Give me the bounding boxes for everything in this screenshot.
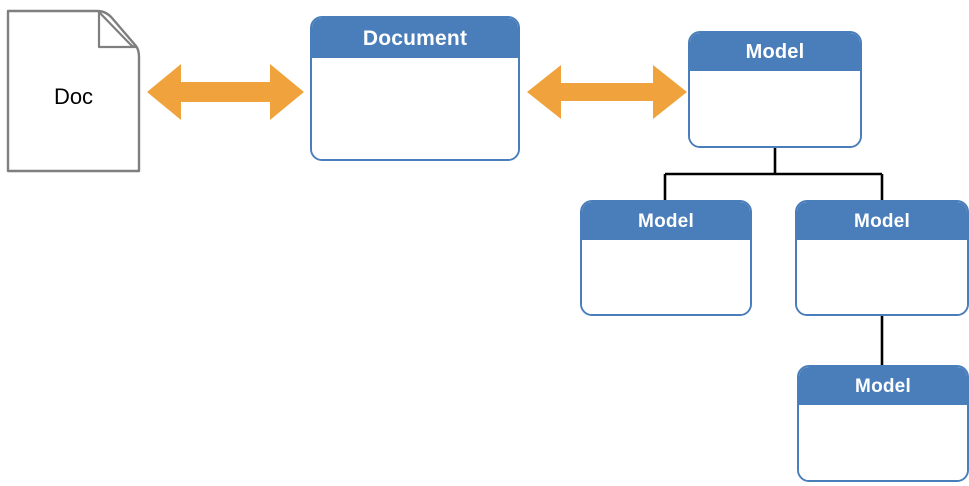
doc-shape-label: Doc	[53, 84, 94, 109]
root-to-children-connector	[663, 147, 884, 201]
node-model-child-left-header: Model	[582, 202, 750, 240]
node-model-root-header: Model	[690, 33, 860, 71]
document-to-model-arrow[interactable]	[527, 65, 687, 119]
node-document[interactable]: Document	[310, 16, 520, 161]
node-model-root-body	[690, 71, 860, 146]
node-model-grandchild-body	[799, 405, 967, 480]
node-model-child-left-body	[582, 240, 750, 314]
node-model-grandchild[interactable]: Model	[797, 365, 969, 482]
doc-shape-fold-icon	[97, 10, 138, 49]
node-model-child-left[interactable]: Model	[580, 200, 752, 316]
node-document-body	[312, 58, 518, 159]
doc-shape[interactable]	[6, 9, 141, 173]
node-model-grandchild-header: Model	[799, 367, 967, 405]
node-model-root[interactable]: Model	[688, 31, 862, 148]
node-model-child-right-body	[797, 240, 967, 314]
arrow-body-1	[147, 64, 304, 120]
node-model-child-right-header: Model	[797, 202, 967, 240]
node-document-header: Document	[312, 18, 518, 58]
node-model-child-right[interactable]: Model	[795, 200, 969, 316]
doc-to-document-arrow[interactable]	[147, 64, 304, 120]
arrow-body-2	[527, 65, 687, 119]
